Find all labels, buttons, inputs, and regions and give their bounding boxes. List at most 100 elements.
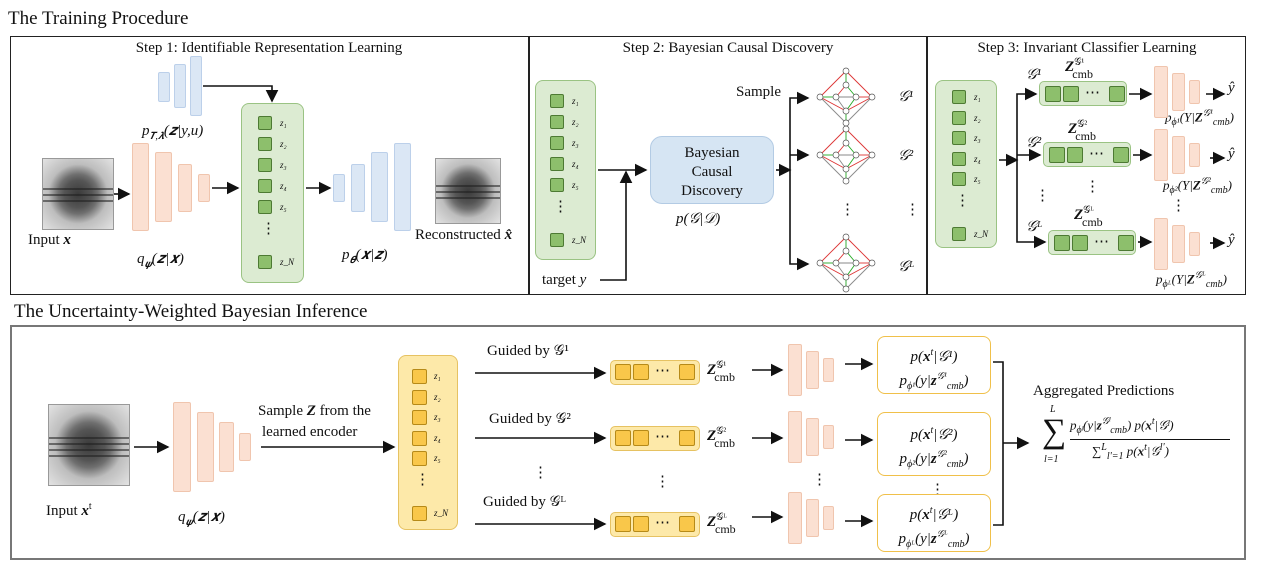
s3r2-feature-square <box>1067 147 1083 163</box>
infr2-feature-square <box>615 430 631 446</box>
inf-feature-vdots: ⋮ <box>655 474 670 490</box>
bcd-line-1: Bayesian <box>684 145 740 161</box>
s3-latent-square <box>952 172 966 186</box>
inf-cls-1-bar-2 <box>806 351 819 389</box>
inference-input-image <box>48 404 130 486</box>
infrL-feature-square <box>679 516 695 532</box>
s3rL-feature-dots: ⋯ <box>1094 234 1109 250</box>
s3-cls-2-bar-2 <box>1172 136 1185 174</box>
s3r2-feature-square <box>1049 147 1065 163</box>
s2-latent-label: z₅ <box>572 180 579 190</box>
pred-L-cls: pϕᴸ(y|z𝒢ᴸcmb) <box>898 529 970 550</box>
infr1-feature-square <box>679 364 695 380</box>
sum-symbol: ∑ <box>1042 413 1067 450</box>
s3-cls-label-L: pϕᴸ(Y|Z𝒢ᴸcmb) <box>1156 270 1227 290</box>
guided-label-2: Guided by 𝒢² <box>489 411 571 427</box>
s1-latent-label: z₂ <box>280 139 287 149</box>
guided-label-1: Guided by 𝒢¹ <box>487 343 569 359</box>
pred-box-L: p(xt|𝒢ᴸ) pϕᴸ(y|z𝒢ᴸcmb) <box>877 494 991 552</box>
sample-z-line-1: Sample Z from the <box>258 403 371 419</box>
s2-latent-square <box>550 94 564 108</box>
dag-graph-L-node <box>842 247 850 255</box>
divider-step2-step3 <box>926 36 928 295</box>
s1-latent-square <box>258 116 272 130</box>
s1-latent-square <box>258 179 272 193</box>
decoder-label: p𝜽(𝒙|𝒛) <box>342 247 388 266</box>
s1-latent-square <box>258 200 272 214</box>
graph-label-L: 𝒢ᴸ <box>898 259 915 275</box>
s3-vdots-z: ⋮ <box>1085 179 1100 195</box>
s3-cls-L-bar-2 <box>1172 225 1185 263</box>
s3-cls-label-2: pϕ²(Y|Z𝒢²cmb) <box>1163 176 1232 196</box>
s2-latent-square <box>550 178 564 192</box>
reconstructed-image <box>435 158 501 224</box>
input-image <box>42 158 114 230</box>
dag-graph-L-node <box>842 273 850 281</box>
infrL-feature-square <box>633 516 649 532</box>
s3-latent-label: z₂ <box>974 112 981 123</box>
bayesian-causal-discovery-box: Bayesian Causal Discovery <box>650 136 774 204</box>
dag-graph-1-edge <box>819 96 847 112</box>
s3-vdots-cls: ⋮ <box>1171 198 1186 214</box>
inf-cls-2-bar-1 <box>788 411 802 463</box>
s3r2-feature-square <box>1113 147 1129 163</box>
dag-graph-L-edge <box>845 262 873 278</box>
s1-latent-square <box>258 137 272 151</box>
s3-latent-label: z₁ <box>974 92 981 102</box>
bcd-line-3: Discovery <box>681 183 743 199</box>
dag-graph-1-edge <box>845 70 873 98</box>
dag-graph-1-node <box>842 107 850 115</box>
training-panel <box>10 36 1246 295</box>
dag-graph-1-edge <box>819 96 847 124</box>
guided-label-L: Guided by 𝒢ᴸ <box>483 494 566 510</box>
graph-label-2: 𝒢² <box>898 148 914 164</box>
dag-graph-1-node <box>868 93 876 101</box>
inf-cls-1-bar-1 <box>788 344 802 396</box>
inf-cls-L-bar-3 <box>823 506 834 530</box>
s2-latent-label: z₁ <box>572 96 579 106</box>
dag-graph-1-node <box>852 93 860 101</box>
s3-zcmb-2: Z𝒢²cmb <box>1068 119 1096 143</box>
pred-2-cls: pϕ²(y|z𝒢²cmb) <box>899 449 969 470</box>
dag-graph-2-node <box>852 151 860 159</box>
s3-cls-1-bar-1 <box>1154 66 1168 118</box>
inf-encoder-bar-1 <box>173 402 191 492</box>
prior-bar-1 <box>158 72 170 102</box>
s3-latent-square <box>952 151 966 166</box>
pred-1-cls: pϕ¹(y|z𝒢¹cmb) <box>899 371 969 392</box>
s2-latent-square <box>550 157 564 171</box>
dag-graph-L-edge <box>819 262 847 278</box>
s3-yhat-2: ŷ <box>1228 146 1235 162</box>
s3r1-feature-square <box>1045 86 1061 102</box>
inf-latent-square <box>412 505 427 521</box>
decoder-bar-4 <box>394 143 411 231</box>
dag-graph-L-node <box>816 259 824 267</box>
guided-vdots: ⋮ <box>533 465 548 481</box>
s3r1-feature-square <box>1109 86 1125 102</box>
s3-g-label-L: 𝒢ᴸ <box>1026 219 1043 235</box>
divider-step1-step2 <box>528 36 530 295</box>
s2-latent-label: z₃ <box>572 138 579 148</box>
dag-graph-L <box>816 233 876 293</box>
infr1-feature-dots: ⋯ <box>655 363 670 379</box>
dag-graph-L-node <box>852 259 860 267</box>
inference-latent-column <box>398 355 458 530</box>
posterior-label: p(𝒢|𝒟) <box>676 211 721 227</box>
s3r2-feature-dots: ⋯ <box>1089 146 1104 162</box>
s1-latent-label: z_N <box>280 257 295 267</box>
s3-yhat-L: ŷ <box>1228 232 1235 248</box>
dag-graph-1-node <box>842 81 850 89</box>
s3-cls-1-bar-3 <box>1189 80 1200 104</box>
pred-box-2: p(xt|𝒢²) pϕ²(y|z𝒢²cmb) <box>877 412 991 476</box>
sum-lower: l=1 <box>1044 454 1059 465</box>
latent-column-step3 <box>935 80 997 248</box>
s3r1-feature-square <box>1063 86 1079 102</box>
inf-encoder-label: q𝝍(𝒛|𝒙) <box>178 509 225 528</box>
input-label: Input x <box>28 232 71 248</box>
s1-latent-square <box>258 158 272 172</box>
dag-graph-2-node <box>842 125 850 133</box>
latent-column-step2 <box>535 80 596 260</box>
infrL-feature-dots: ⋯ <box>655 515 670 531</box>
inference-panel <box>10 325 1246 560</box>
inf-zcmb-1: Z𝒢¹cmb <box>707 360 735 384</box>
